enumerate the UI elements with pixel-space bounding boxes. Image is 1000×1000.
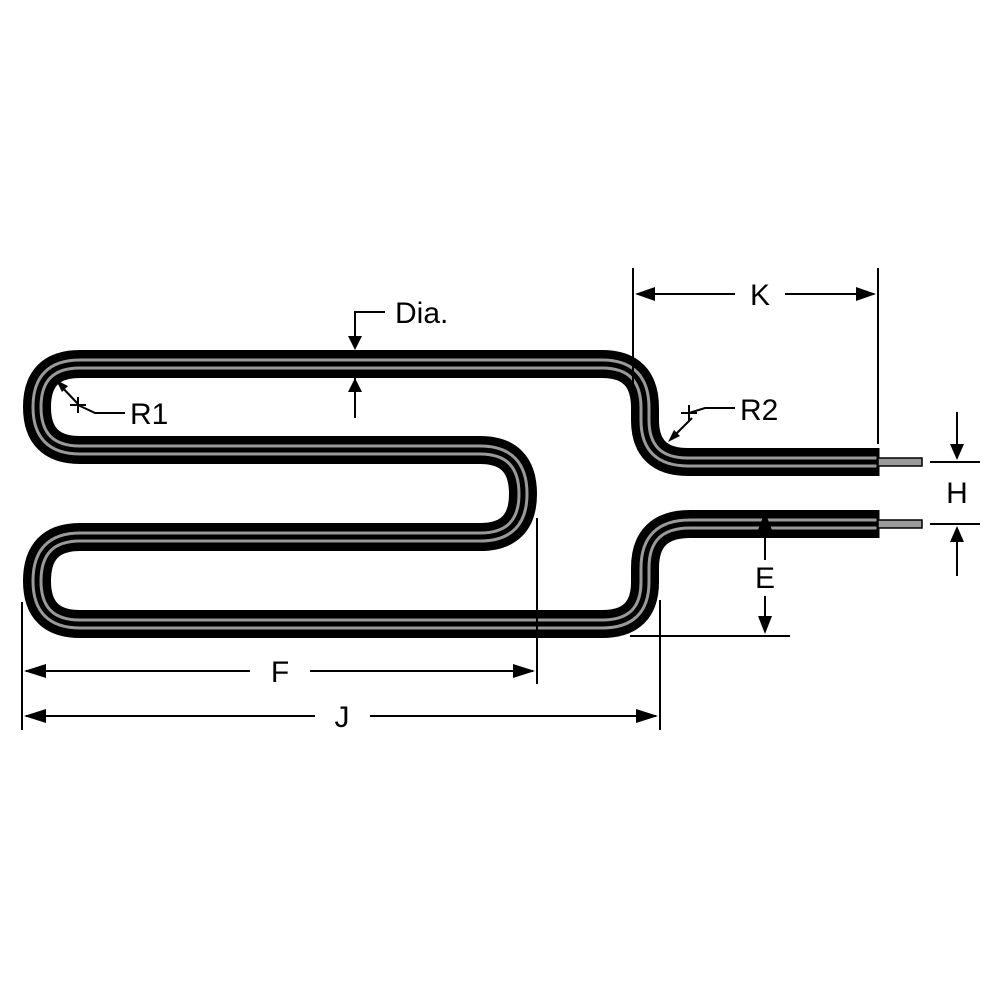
dia-dimension: Dia. [348,297,448,418]
tube-core-line [34,361,878,627]
e-arrow-down [758,616,772,634]
j-dimension: J [24,600,661,734]
r2-label: R2 [740,394,778,427]
e-label: E [755,562,775,595]
r1-dimension: R1 [56,380,168,431]
k-label: K [750,279,770,312]
f-arrow-right [513,664,535,678]
e-dimension: E [630,512,790,637]
dia-arrow-down [348,336,362,350]
j-arrow-right [636,709,658,723]
f-label: F [271,656,289,689]
r2-leader [688,407,735,414]
r1-label: R1 [130,398,168,431]
h-arrow-up [950,526,964,542]
r2-arrow [668,430,680,442]
f-dimension: F [21,518,538,730]
dia-arrow-up [348,378,362,392]
terminal-pin-top [877,457,923,467]
heating-element-tube [23,350,923,638]
h-arrow-down [950,444,964,460]
terminal-pin-bottom [877,519,923,529]
f-arrow-left [24,664,46,678]
e-arrow-up [758,512,772,530]
h-dimension: H [930,412,980,576]
j-label: J [335,701,350,734]
k-arrow-right [856,287,876,301]
r1-arrow [56,380,68,392]
k-dimension: K [632,268,879,444]
dia-leader [354,311,385,340]
k-arrow-left [635,287,655,301]
dia-label: Dia. [395,297,448,330]
r2-dimension: R2 [668,394,778,442]
h-label: H [946,477,968,510]
r1-leader [77,404,125,414]
j-arrow-left [24,709,46,723]
